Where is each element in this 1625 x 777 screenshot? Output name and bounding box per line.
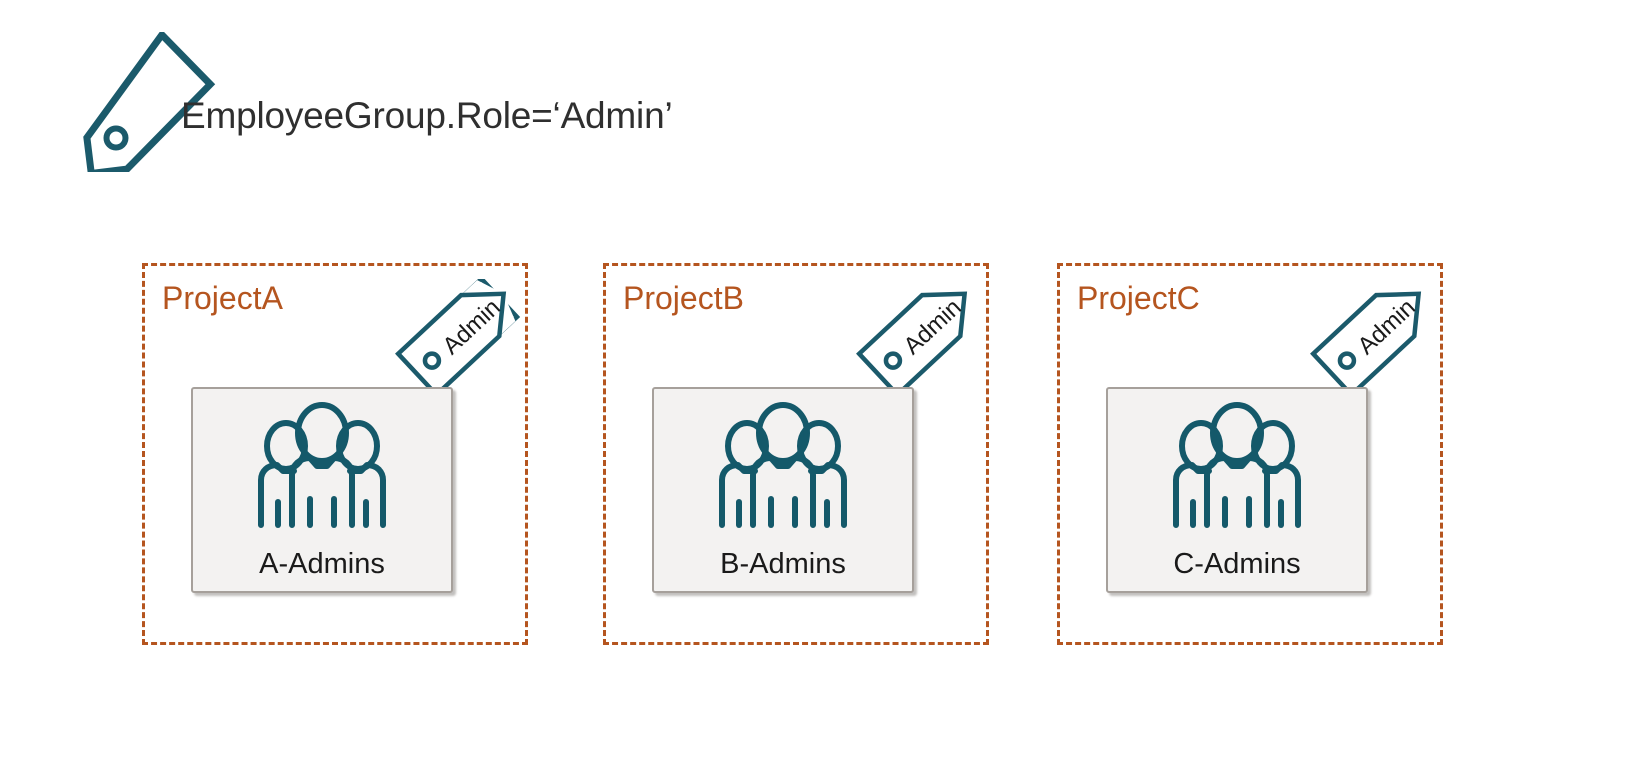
people-group-icon: [247, 401, 397, 537]
tag-icon: [78, 29, 228, 178]
legend: EmployeeGroup.Role=‘Admin’: [78, 29, 718, 178]
admin-tag-icon[interactable]: Admin: [391, 275, 531, 399]
admin-tag-icon[interactable]: Admin: [1306, 279, 1446, 399]
project-frame-a[interactable]: ProjectA Admin: [142, 263, 528, 645]
project-title: ProjectB: [623, 280, 744, 316]
project-title: ProjectA: [162, 280, 283, 316]
group-label: A-Admins: [259, 548, 385, 580]
group-card[interactable]: C-Admins: [1106, 387, 1368, 593]
admin-tag-icon[interactable]: Admin: [852, 279, 992, 399]
group-label: B-Admins: [720, 548, 846, 580]
project-title: ProjectC: [1077, 280, 1200, 316]
group-card[interactable]: B-Admins: [652, 387, 914, 593]
people-group-icon: [708, 401, 858, 537]
project-frame-b[interactable]: ProjectB Admin: [603, 263, 989, 645]
people-group-icon: [1162, 401, 1312, 537]
group-card[interactable]: A-Admins: [191, 387, 453, 593]
group-label: C-Admins: [1173, 548, 1301, 580]
legend-caption: EmployeeGroup.Role=‘Admin’: [181, 95, 673, 136]
project-frame-c[interactable]: ProjectC Admin: [1057, 263, 1443, 645]
